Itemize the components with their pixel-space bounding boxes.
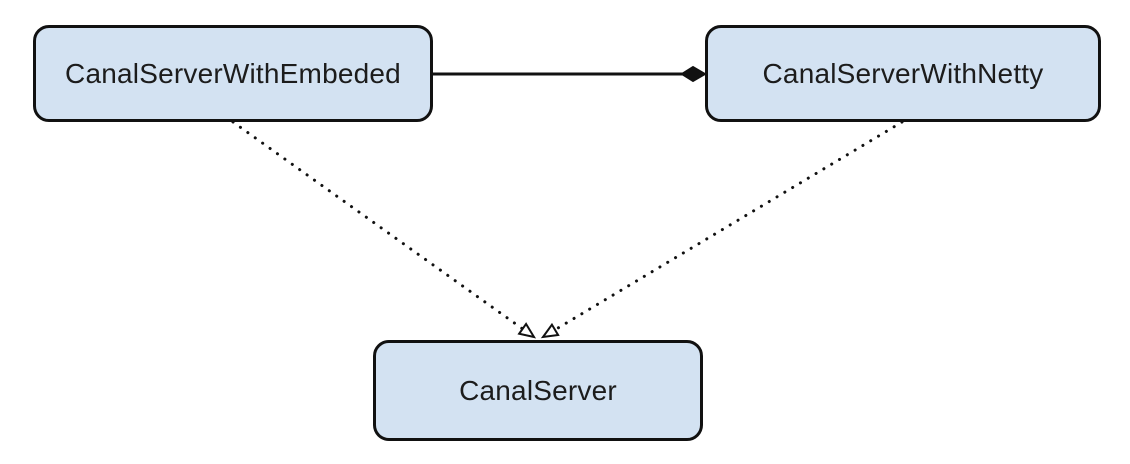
node-label: CanalServer <box>459 374 617 406</box>
realization-edge-embeded <box>231 120 537 339</box>
node-canal-server-with-embeded: CanalServerWithEmbeded <box>33 25 433 122</box>
realization-edge-netty <box>540 120 904 339</box>
node-label: CanalServerWithEmbeded <box>65 57 401 89</box>
node-label: CanalServerWithNetty <box>762 57 1044 89</box>
composition-diamond-icon <box>680 65 708 83</box>
node-canal-server-with-netty: CanalServerWithNetty <box>705 25 1101 122</box>
node-canal-server: CanalServer <box>373 340 703 441</box>
